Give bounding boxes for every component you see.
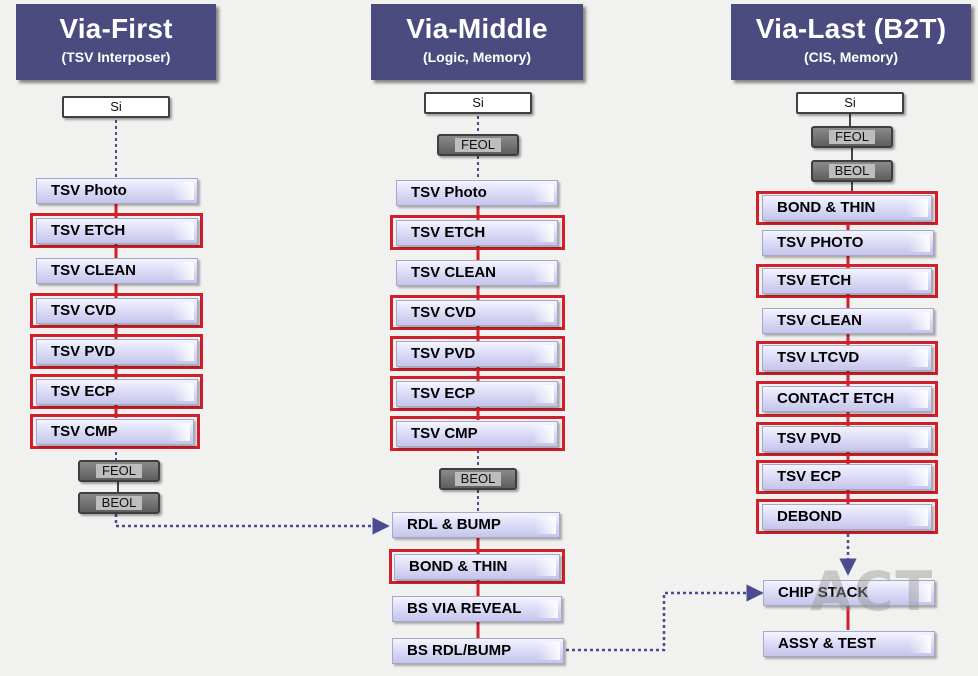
feol-label: FEOL	[455, 138, 501, 152]
process-step: TSV CLEAN	[396, 260, 558, 286]
process-step: TSV PVD	[396, 341, 558, 367]
process-step: TSV CVD	[396, 300, 558, 326]
highlight-box	[30, 374, 203, 409]
highlight-box	[390, 416, 565, 451]
beol-label: BEOL	[95, 496, 143, 510]
process-step: TSV CMP	[36, 419, 194, 445]
header-title: Via-Last (B2T)	[755, 13, 947, 44]
process-step: TSV PVD	[36, 339, 198, 365]
header-subtitle: (TSV Interposer)	[61, 49, 171, 65]
feol-label: FEOL	[96, 464, 142, 478]
process-step: TSV Photo	[36, 178, 198, 204]
header-subtitle: (Logic, Memory)	[422, 49, 532, 65]
header-via-first: Via-First (TSV Interposer)	[16, 4, 216, 80]
beol-label: BEOL	[454, 472, 502, 486]
process-step: CHIP STACK	[763, 580, 935, 606]
highlight-box	[756, 381, 938, 417]
si-box: Si	[424, 92, 532, 114]
act-logo-watermark: ACT	[810, 560, 935, 623]
si-box: Si	[62, 96, 170, 118]
process-step: TSV PHOTO	[762, 230, 934, 256]
feol-box: FEOL	[811, 126, 893, 148]
highlight-box	[30, 213, 203, 248]
si-box: Si	[796, 92, 904, 114]
process-step: TSV CLEAN	[762, 308, 934, 334]
process-step: TSV ETCH	[36, 218, 198, 244]
process-step: TSV PVD	[762, 426, 932, 452]
dotted-arrow-middle-to-stack	[566, 584, 764, 652]
process-step: ASSY & TEST	[763, 631, 935, 657]
highlight-box	[756, 341, 938, 375]
process-step: CONTACT ETCH	[762, 386, 932, 412]
header-title: Via-First	[59, 13, 173, 44]
process-step: TSV ECP	[36, 379, 198, 405]
process-step: BOND & THIN	[394, 554, 560, 580]
feol-label: FEOL	[829, 130, 875, 144]
process-step: TSV ECP	[396, 381, 558, 407]
beol-label: BEOL	[828, 164, 876, 178]
header-subtitle: (CIS, Memory)	[803, 49, 899, 65]
beol-box: BEOL	[811, 160, 893, 182]
process-step: TSV Photo	[396, 180, 558, 206]
process-step: TSV ECP	[762, 464, 932, 490]
highlight-box	[30, 414, 200, 449]
process-step: TSV ETCH	[396, 220, 558, 246]
process-step: BS RDL/BUMP	[392, 638, 564, 664]
process-step: RDL & BUMP	[392, 512, 560, 538]
process-step: TSV CVD	[36, 298, 198, 324]
feol-box: FEOL	[78, 460, 160, 482]
highlight-box	[390, 336, 565, 371]
process-step: TSV LTCVD	[762, 345, 932, 371]
highlight-box	[30, 334, 203, 369]
highlight-box	[756, 191, 938, 225]
highlight-box	[30, 293, 203, 328]
header-title: Via-Middle	[406, 13, 548, 44]
process-step: TSV CLEAN	[36, 258, 198, 284]
highlight-box	[390, 215, 565, 250]
process-step: BS VIA REVEAL	[392, 596, 562, 622]
highlight-box	[756, 422, 938, 456]
process-step: TSV CMP	[396, 421, 558, 447]
process-step: BOND & THIN	[762, 195, 932, 221]
beol-box: BEOL	[439, 468, 517, 490]
process-step: DEBOND	[762, 504, 932, 530]
highlight-box	[390, 295, 565, 330]
process-step: TSV ETCH	[762, 268, 932, 294]
dotted-arrow-first-to-rdl	[114, 514, 390, 535]
highlight-box	[756, 460, 938, 494]
header-via-last: Via-Last (B2T) (CIS, Memory)	[731, 4, 971, 80]
header-via-middle: Via-Middle (Logic, Memory)	[371, 4, 583, 80]
highlight-box	[389, 549, 565, 584]
beol-box: BEOL	[78, 492, 160, 514]
highlight-box	[756, 264, 938, 298]
highlight-box	[756, 499, 938, 534]
feol-box: FEOL	[437, 134, 519, 156]
highlight-box	[390, 376, 565, 411]
